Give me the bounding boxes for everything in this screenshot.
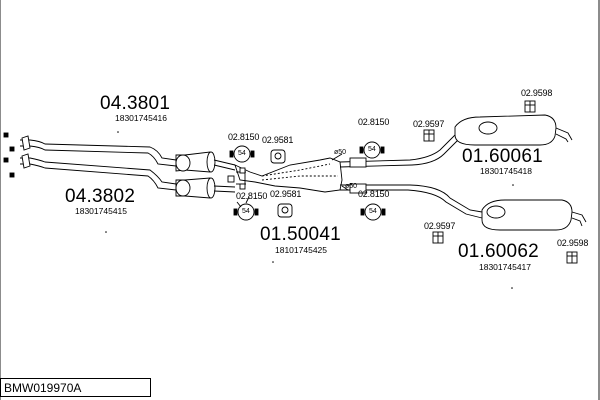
hanger-top-right <box>423 129 435 142</box>
mount-bottom <box>277 203 293 218</box>
diameter-lower: ø50 <box>345 183 358 190</box>
clamp-top-right <box>359 141 385 159</box>
accessory-clamp-bottom-right: 02.8150 <box>358 189 390 199</box>
part-number-front-upper: 04.3801 <box>100 93 171 114</box>
mount-top <box>270 149 286 164</box>
accessory-mount-top: 02.9581 <box>262 135 294 145</box>
clamp-size-top-left: 54 <box>238 150 246 157</box>
part-number-front-lower: 04.3802 <box>65 186 136 207</box>
diameter-upper: ø50 <box>334 149 347 156</box>
flange-dot <box>3 132 9 138</box>
rear-muffler-upper <box>454 114 573 146</box>
oe-number-rear-lower: 18301745417 <box>479 262 532 272</box>
clamp-size-top-right: 54 <box>368 146 376 153</box>
flange-dot <box>3 157 9 163</box>
center-muffler <box>227 157 343 193</box>
rear-muffler-lower <box>481 199 587 231</box>
flange-dot <box>9 172 15 178</box>
clamp-size-bottom-right: 54 <box>369 208 377 215</box>
accessory-hanger-far-top: 02.9598 <box>521 88 553 98</box>
accessory-hanger-bottom-right: 02.9597 <box>424 221 456 231</box>
oe-number-center: 18101745425 <box>275 245 328 255</box>
oe-number-front-upper: 18301745416 <box>115 113 168 123</box>
accessory-clamp-bottom: 02.8150 <box>236 191 268 201</box>
part-number-center: 01.50041 <box>260 224 341 245</box>
diagram-code: BMW019970A <box>4 381 82 395</box>
part-number-rear-upper: 01.60061 <box>462 146 543 167</box>
accessory-clamp-top-right: 02.8150 <box>358 117 390 127</box>
accessory-hanger-far-bottom: 02.9598 <box>557 238 589 248</box>
part-number-rear-lower: 01.60062 <box>458 241 539 262</box>
clamp-bottom-right <box>360 203 386 221</box>
hanger-bottom-right <box>432 231 444 244</box>
reference-dots <box>105 131 514 289</box>
clamp-top-left <box>229 145 255 163</box>
oe-number-front-lower: 18301745415 <box>75 206 128 216</box>
oe-number-rear-upper: 18301745418 <box>480 166 533 176</box>
accessory-mount-bottom: 02.9581 <box>270 189 302 199</box>
flange-dot <box>9 146 15 152</box>
diagram-code-box: BMW019970A <box>0 378 151 397</box>
clamp-bottom-left <box>233 203 259 221</box>
rear-pipe-lower <box>340 183 483 219</box>
clamp-size-bottom-left: 54 <box>242 208 250 215</box>
front-pipe-upper <box>20 139 236 173</box>
accessory-hanger-top-right: 02.9597 <box>413 119 445 129</box>
front-pipe-lower <box>20 157 236 199</box>
hanger-far-bottom <box>566 251 578 264</box>
rear-pipe-upper <box>339 134 459 168</box>
accessory-clamp-top: 02.8150 <box>228 132 260 142</box>
hanger-far-top <box>524 100 536 113</box>
